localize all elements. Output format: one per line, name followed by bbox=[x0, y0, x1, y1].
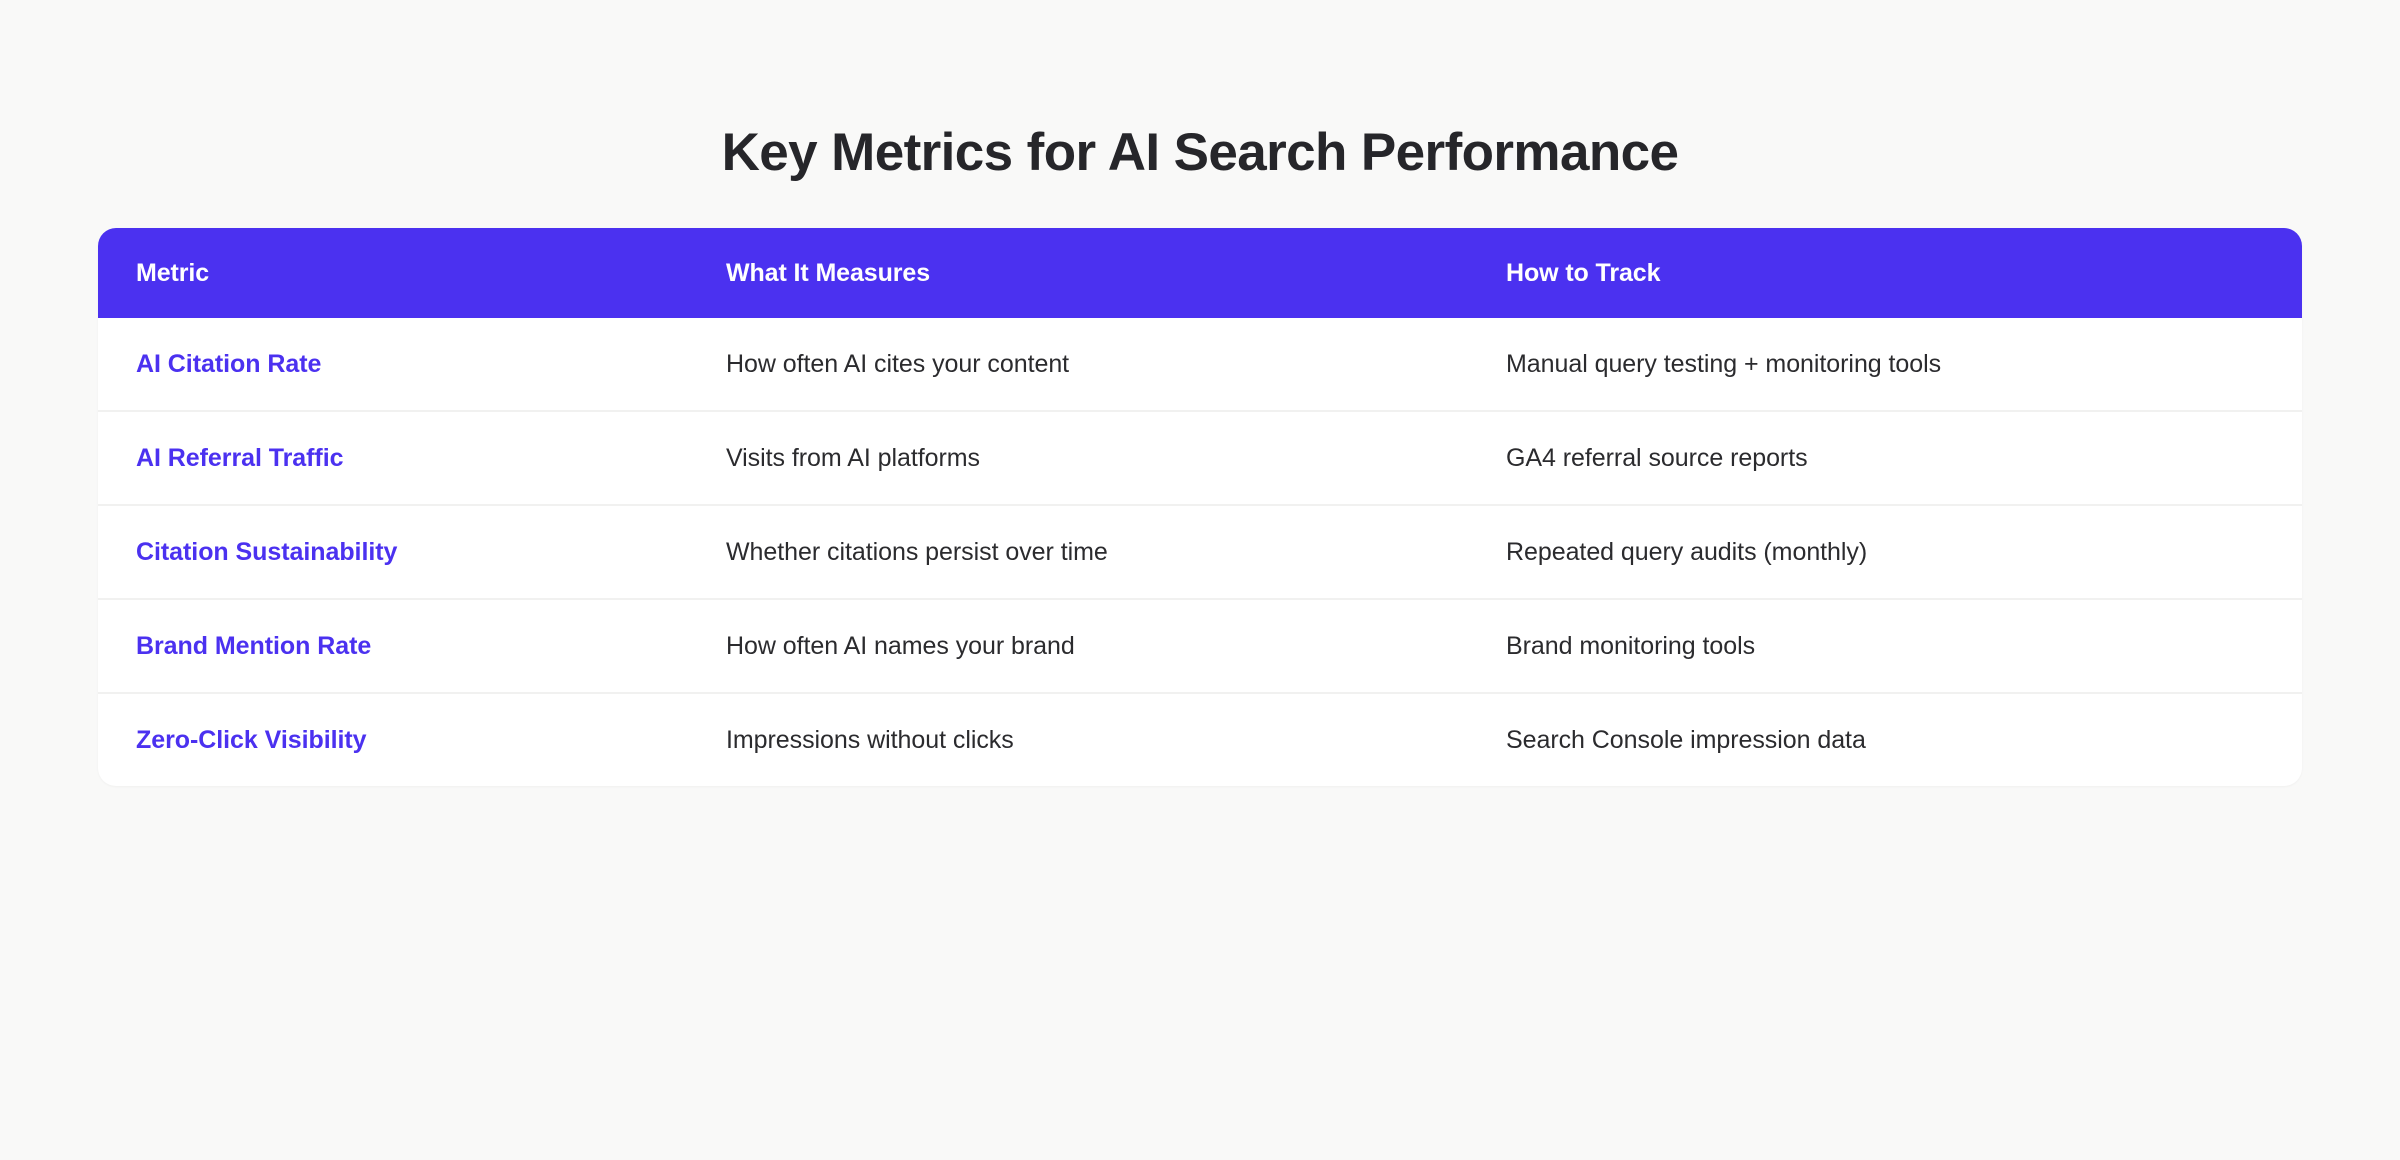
cell-metric-name: AI Referral Traffic bbox=[98, 410, 726, 505]
cell-how-to-track: Search Console impression data bbox=[1506, 692, 2302, 786]
column-header-metric: Metric bbox=[136, 259, 210, 287]
table-row: Brand Mention Rate How often AI names yo… bbox=[98, 598, 2302, 693]
table-row: Citation Sustainability Whether citation… bbox=[98, 504, 2302, 599]
cell-what-it-measures: Impressions without clicks bbox=[726, 692, 1506, 786]
cell-what-it-measures: How often AI names your brand bbox=[726, 598, 1506, 693]
cell-what-it-measures: Visits from AI platforms bbox=[726, 410, 1506, 505]
page-title: Key Metrics for AI Search Performance bbox=[721, 122, 1679, 182]
cell-how-to-track: Brand monitoring tools bbox=[1506, 598, 2302, 693]
table-header: Metric What It Measures How to Track bbox=[98, 228, 2302, 318]
table-row: AI Citation Rate How often AI cites your… bbox=[98, 318, 2302, 411]
cell-how-to-track: GA4 referral source reports bbox=[1506, 410, 2302, 505]
cell-what-it-measures: Whether citations persist over time bbox=[726, 504, 1506, 599]
table-row: Zero-Click Visibility Impressions withou… bbox=[98, 692, 2302, 786]
table-header-row: Metric What It Measures How to Track bbox=[98, 228, 2302, 318]
cell-how-to-track: Manual query testing + monitoring tools bbox=[1506, 350, 1942, 378]
cell-metric-name: Citation Sustainability bbox=[98, 504, 726, 599]
metrics-table: Metric What It Measures How to Track AI … bbox=[98, 228, 2302, 786]
column-header-what-it-measures: What It Measures bbox=[726, 259, 931, 287]
table-row: AI Referral Traffic Visits from AI platf… bbox=[98, 410, 2302, 505]
cell-metric-name: Brand Mention Rate bbox=[98, 598, 726, 693]
cell-metric-name: AI Citation Rate bbox=[136, 350, 322, 378]
column-header-how-to-track: How to Track bbox=[1506, 259, 1661, 287]
table-body: AI Citation Rate How often AI cites your… bbox=[98, 318, 2302, 786]
cell-metric-name: Zero-Click Visibility bbox=[98, 692, 726, 786]
cell-how-to-track: Repeated query audits (monthly) bbox=[1506, 504, 2302, 599]
metrics-table-card: Metric What It Measures How to Track AI … bbox=[98, 228, 2302, 786]
cell-what-it-measures: How often AI cites your content bbox=[726, 350, 1070, 378]
